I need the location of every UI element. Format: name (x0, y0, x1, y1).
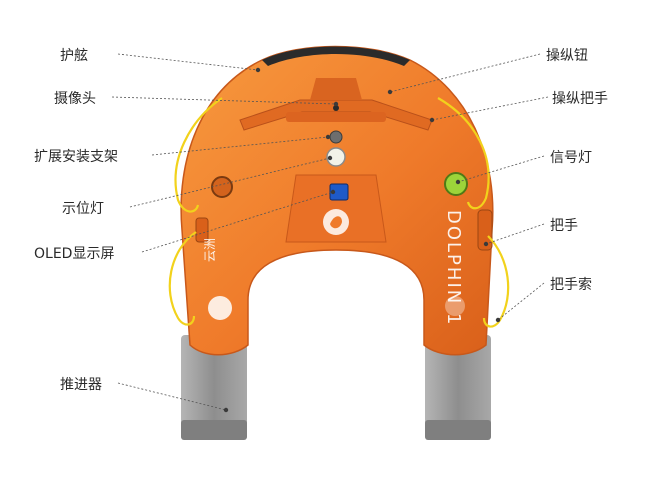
dolphin-side-text: DOLPHIN 1 (443, 210, 464, 326)
label-camera: 摄像头 (54, 91, 96, 107)
left-handle (195, 217, 209, 243)
leader-lines (111, 53, 549, 411)
label-fender: 护舷 (60, 48, 88, 64)
label-handlebar: 操纵把手 (552, 91, 608, 107)
signal-light-body (444, 172, 468, 196)
handle-rope (168, 97, 510, 328)
label-thruster: 推进器 (60, 377, 102, 393)
label-oled: OLED显示屏 (34, 246, 115, 262)
position-light (326, 147, 346, 167)
leader-dots (223, 67, 501, 413)
control-handlebar (239, 78, 433, 131)
fender-strip (262, 46, 410, 66)
hull-logo-left (208, 296, 232, 320)
oled-screen (329, 183, 349, 201)
camera-lens (333, 105, 339, 111)
center-console (285, 174, 387, 243)
thruster-right (425, 335, 491, 440)
label-rope: 把手索 (550, 277, 592, 293)
label-indicator: 示位灯 (62, 201, 104, 217)
label-signal: 信号灯 (550, 150, 592, 166)
left-side-light (211, 176, 233, 198)
thruster-left (181, 335, 247, 440)
label-handle: 把手 (550, 218, 578, 234)
label-mount: 扩展安装支架 (34, 149, 118, 165)
hull-logo-right (445, 296, 465, 316)
expansion-mount (329, 130, 343, 144)
yunzhou-side-text: 云洲 (203, 238, 217, 262)
label-button: 操纵钮 (546, 48, 588, 64)
right-handle (477, 209, 493, 251)
